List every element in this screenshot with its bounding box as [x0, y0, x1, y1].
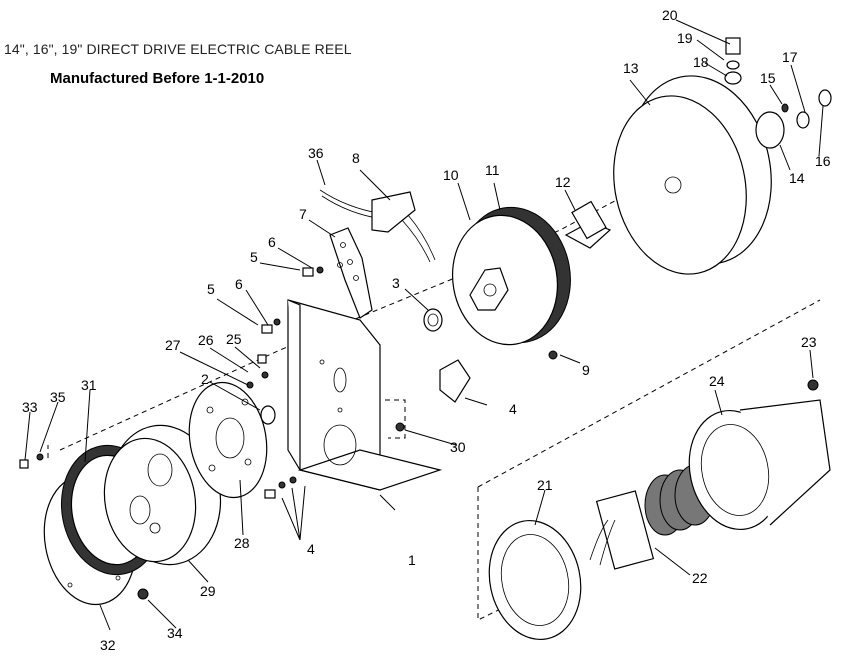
- collector-cover: [688, 399, 831, 531]
- o-ring: [726, 60, 740, 70]
- leader-lines: [24, 19, 824, 631]
- label-28: 28: [234, 535, 250, 551]
- label-6-b: 6: [268, 234, 276, 250]
- terminal-plate: [329, 227, 373, 319]
- label-13: 13: [623, 60, 639, 76]
- label-27: 27: [165, 337, 181, 353]
- label-10: 10: [443, 167, 459, 183]
- label-23: 23: [801, 334, 817, 350]
- cable-bracket: [319, 189, 436, 263]
- motor-hub: [451, 206, 571, 346]
- label-8: 8: [352, 150, 360, 166]
- hub-flange: [755, 111, 785, 149]
- label-32: 32: [100, 637, 116, 653]
- label-30: 30: [450, 439, 466, 455]
- label-3: 3: [392, 275, 400, 291]
- nut: [781, 103, 789, 113]
- label-11: 11: [485, 162, 500, 178]
- label-12: 12: [555, 174, 571, 190]
- swivel-fitting: [564, 200, 612, 249]
- reel-drum: [613, 75, 772, 275]
- label-24: 24: [709, 373, 725, 389]
- label-5-b: 5: [250, 249, 258, 265]
- label-25: 25: [226, 331, 242, 347]
- label-4-b: 4: [307, 541, 315, 557]
- label-2: 2: [201, 371, 209, 387]
- ring-gasket: [488, 519, 582, 641]
- label-1: 1: [408, 552, 416, 568]
- bushing: [423, 308, 443, 332]
- label-7: 7: [299, 206, 307, 222]
- bearing: [260, 405, 276, 425]
- label-22: 22: [692, 570, 708, 586]
- label-20: 20: [662, 7, 678, 23]
- part-labels: 1 2 3 4 4 4 5 5 6 6 7 8 9 10 11 12 13 14…: [22, 7, 831, 653]
- label-19: 19: [677, 30, 693, 46]
- mounting-bracket: [287, 299, 443, 491]
- label-35: 35: [50, 389, 66, 405]
- label-14: 14: [789, 170, 805, 186]
- seal: [724, 71, 742, 85]
- diagram-title: 14", 16", 19" DIRECT DRIVE ELECTRIC CABL…: [4, 41, 352, 57]
- label-17: 17: [782, 49, 798, 65]
- label-33: 33: [22, 399, 38, 415]
- label-9: 9: [582, 362, 590, 378]
- retaining-ring: [818, 89, 832, 107]
- label-34: 34: [167, 625, 183, 641]
- label-36: 36: [308, 145, 324, 161]
- fitting: [725, 37, 741, 55]
- washer: [796, 111, 810, 129]
- label-6-a: 6: [235, 276, 243, 292]
- diagram-subtitle: Manufactured Before 1-1-2010: [50, 70, 265, 87]
- label-31: 31: [81, 377, 97, 393]
- label-16: 16: [815, 153, 831, 169]
- label-5-a: 5: [207, 281, 215, 297]
- flange-plate: [188, 381, 268, 499]
- label-29: 29: [200, 583, 216, 599]
- label-4-a: 4: [509, 401, 517, 417]
- label-26: 26: [198, 332, 214, 348]
- label-18: 18: [693, 54, 709, 70]
- label-15: 15: [760, 70, 776, 86]
- label-21: 21: [537, 477, 553, 493]
